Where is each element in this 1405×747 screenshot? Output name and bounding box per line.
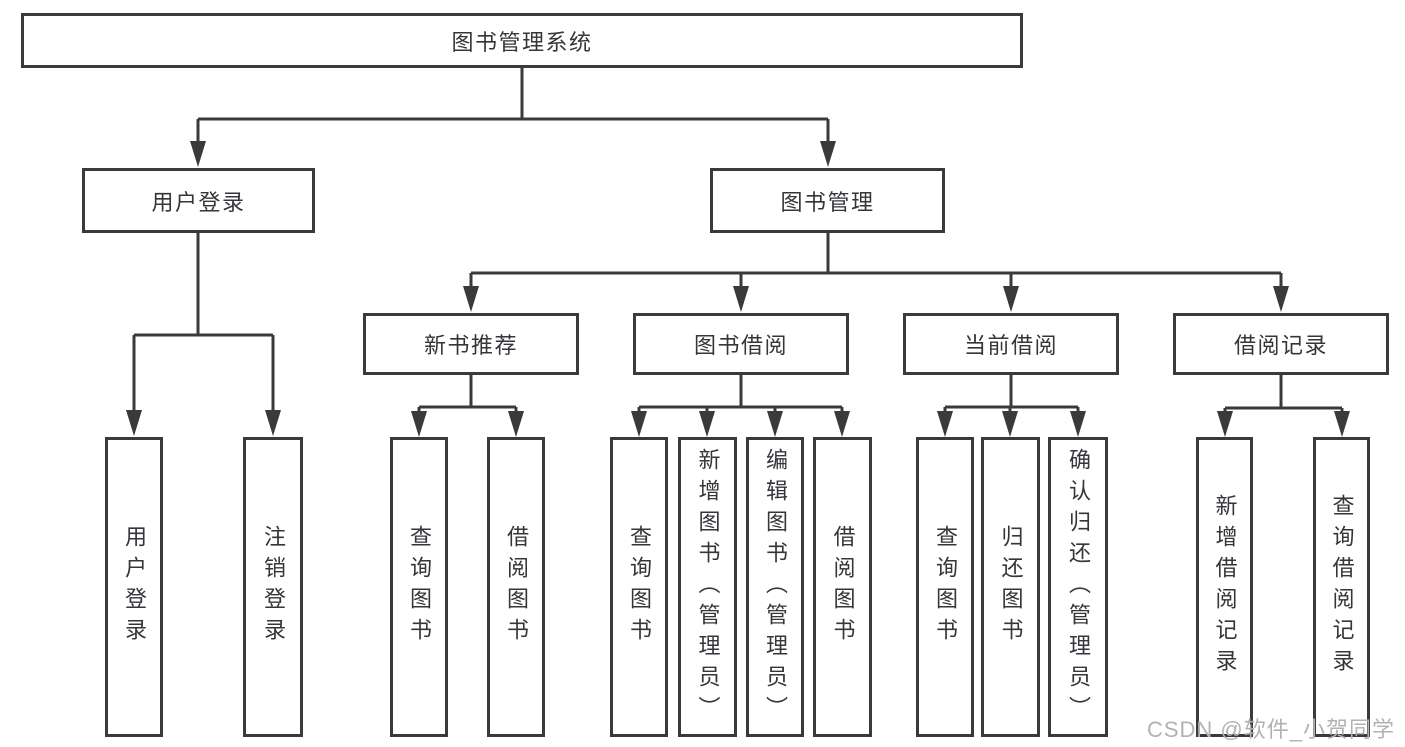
arrow-down-icon (937, 411, 953, 437)
node-label: 借阅记录 (1233, 333, 1328, 358)
arrow-down-icon (1217, 411, 1233, 437)
node-label: 查询图书 (627, 525, 652, 649)
node-library-management-system: 图书管理系统 (21, 13, 1023, 68)
arrow-down-icon (1003, 286, 1019, 312)
node-label: 用户登录 (151, 189, 246, 215)
arrow-down-icon (733, 286, 749, 312)
node-book-management: 图书管理 (710, 168, 945, 233)
arrow-down-icon (411, 411, 427, 437)
node-user-login-leaf: 用户登录 (105, 437, 163, 737)
node-borrowing-records: 借阅记录 (1173, 313, 1389, 375)
node-label: 用户登录 (122, 525, 147, 649)
node-label: 注销登录 (261, 525, 286, 649)
node-label: 编辑图书（管理员） (763, 447, 788, 727)
arrow-down-icon (463, 286, 479, 312)
node-borrow-edit-books-admin: 编辑图书（管理员） (746, 437, 804, 737)
node-newbook-query-books: 查询图书 (390, 437, 448, 737)
node-user-login: 用户登录 (82, 168, 315, 233)
node-current-query-books: 查询图书 (916, 437, 974, 737)
node-label: 查询借阅记录 (1329, 494, 1355, 680)
node-label: 新增借阅记录 (1212, 494, 1238, 680)
node-current-return-books: 归还图书 (981, 437, 1040, 737)
node-records-query-borrow-record: 查询借阅记录 (1313, 437, 1370, 737)
arrow-down-icon (508, 411, 524, 437)
csdn-watermark: CSDN @软件_小贺同学 (1146, 717, 1395, 742)
node-label: 新增图书（管理员） (695, 447, 721, 727)
arrow-down-icon (1070, 411, 1086, 437)
node-borrow-add-books-admin: 新增图书（管理员） (678, 437, 737, 737)
node-label: 图书管理 (780, 189, 875, 215)
node-label: 新书推荐 (423, 333, 518, 358)
node-book-borrowing: 图书借阅 (633, 313, 849, 375)
arrow-down-icon (126, 410, 142, 436)
node-label: 查询图书 (407, 525, 432, 649)
arrow-down-icon (699, 411, 715, 437)
arrow-down-icon (1334, 411, 1350, 437)
node-current-borrowing: 当前借阅 (903, 313, 1119, 375)
node-current-confirm-return-admin: 确认归还（管理员） (1048, 437, 1108, 737)
arrow-down-icon (767, 411, 783, 437)
node-label: 查询图书 (933, 525, 958, 649)
arrow-down-icon (820, 141, 836, 167)
arrow-down-icon (1273, 286, 1289, 312)
arrow-down-icon (265, 410, 281, 436)
node-borrow-query-books: 查询图书 (610, 437, 668, 737)
arrow-down-icon (1002, 411, 1018, 437)
node-label: 借阅图书 (504, 525, 529, 649)
node-label: 归还图书 (998, 525, 1024, 649)
node-records-add-borrow-record: 新增借阅记录 (1196, 437, 1253, 737)
arrow-down-icon (834, 411, 850, 437)
node-label: 图书管理系统 (451, 29, 593, 55)
node-label: 图书借阅 (693, 333, 788, 358)
arrow-down-icon (190, 141, 206, 167)
node-label: 确认归还（管理员） (1066, 447, 1091, 727)
node-logout-leaf: 注销登录 (243, 437, 303, 737)
node-label: 借阅图书 (830, 525, 856, 649)
node-label: 当前借阅 (963, 333, 1058, 358)
node-new-book-recommendation: 新书推荐 (363, 313, 579, 375)
arrow-down-icon (631, 411, 647, 437)
node-newbook-borrow-books: 借阅图书 (487, 437, 545, 737)
node-borrow-borrow-books: 借阅图书 (813, 437, 872, 737)
